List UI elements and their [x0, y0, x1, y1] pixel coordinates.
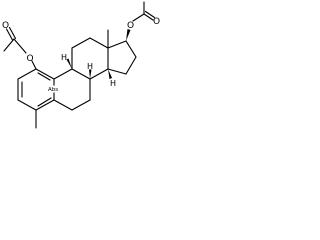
ring-c-bond-2: [71, 37, 91, 49]
ring-b-bond-2: [71, 68, 91, 80]
ring-d-bond-2: [125, 40, 137, 58]
left-acetate-group: [3, 26, 37, 70]
ring-c: [71, 37, 109, 80]
left-acetyl-carbonyl-bond-b: [8, 26, 17, 40]
left-acetyl-ester-bond: [13, 38, 27, 54]
left-ester-oxygen-label: O: [27, 54, 34, 64]
abs-stereo-marker: Abs: [48, 87, 58, 93]
ring-d: [107, 40, 137, 75]
right-acetate-group: [126, 1, 156, 41]
ring-d-bond-3: [125, 56, 137, 75]
ring-b-bond-4: [71, 99, 91, 111]
ring-a-double-2: [37, 97, 52, 107]
right-ester-bond: [132, 13, 145, 22]
ring-a-aromatic: [17, 68, 55, 129]
chemical-structure-diagram: O O O O H H H Abs: [2, 1, 160, 129]
ring-a-bond-6: [17, 68, 37, 80]
ring-d-bond-1: [107, 40, 127, 49]
left-acetyl-carbonyl-bond-a: [5, 28, 14, 41]
ring-a-bond-1: [35, 68, 55, 80]
stereo-h-c9-wedge: [66, 58, 72, 69]
right-ester-oxygen-label: O: [127, 21, 134, 31]
right-acetyl-carbonyl-bond-a: [143, 13, 154, 21]
ring-b-bond-5: [53, 99, 73, 111]
ring-d-bond-4: [107, 68, 127, 75]
ring-a-bond-3: [35, 99, 55, 111]
stereo-h-c14-label: H: [110, 79, 116, 88]
ring-a-double-3: [37, 72, 51, 81]
stereo-h-c9-label: H: [61, 53, 67, 62]
ring-a-bond-4: [17, 99, 37, 111]
left-ester-ring-bond: [31, 60, 37, 70]
ring-c-bond-3: [89, 37, 109, 49]
stereo-h-c14-wedge: [108, 69, 112, 79]
c17-oxygen-wedge: [126, 29, 131, 41]
ring-b: [53, 68, 91, 111]
right-acetyl-carbonyl-bond-b: [144, 10, 156, 19]
ring-b-bond-1: [53, 68, 73, 80]
right-carbonyl-oxygen-label: O: [153, 17, 160, 27]
stereo-h-c8-wedge: [89, 69, 92, 79]
abs-marker-background: [47, 85, 60, 93]
left-acetyl-methyl-bond: [3, 38, 15, 52]
left-carbonyl-oxygen-label: O: [2, 21, 9, 31]
ring-c-bond-5: [89, 68, 109, 80]
stereo-h-c8-label: H: [87, 62, 93, 71]
